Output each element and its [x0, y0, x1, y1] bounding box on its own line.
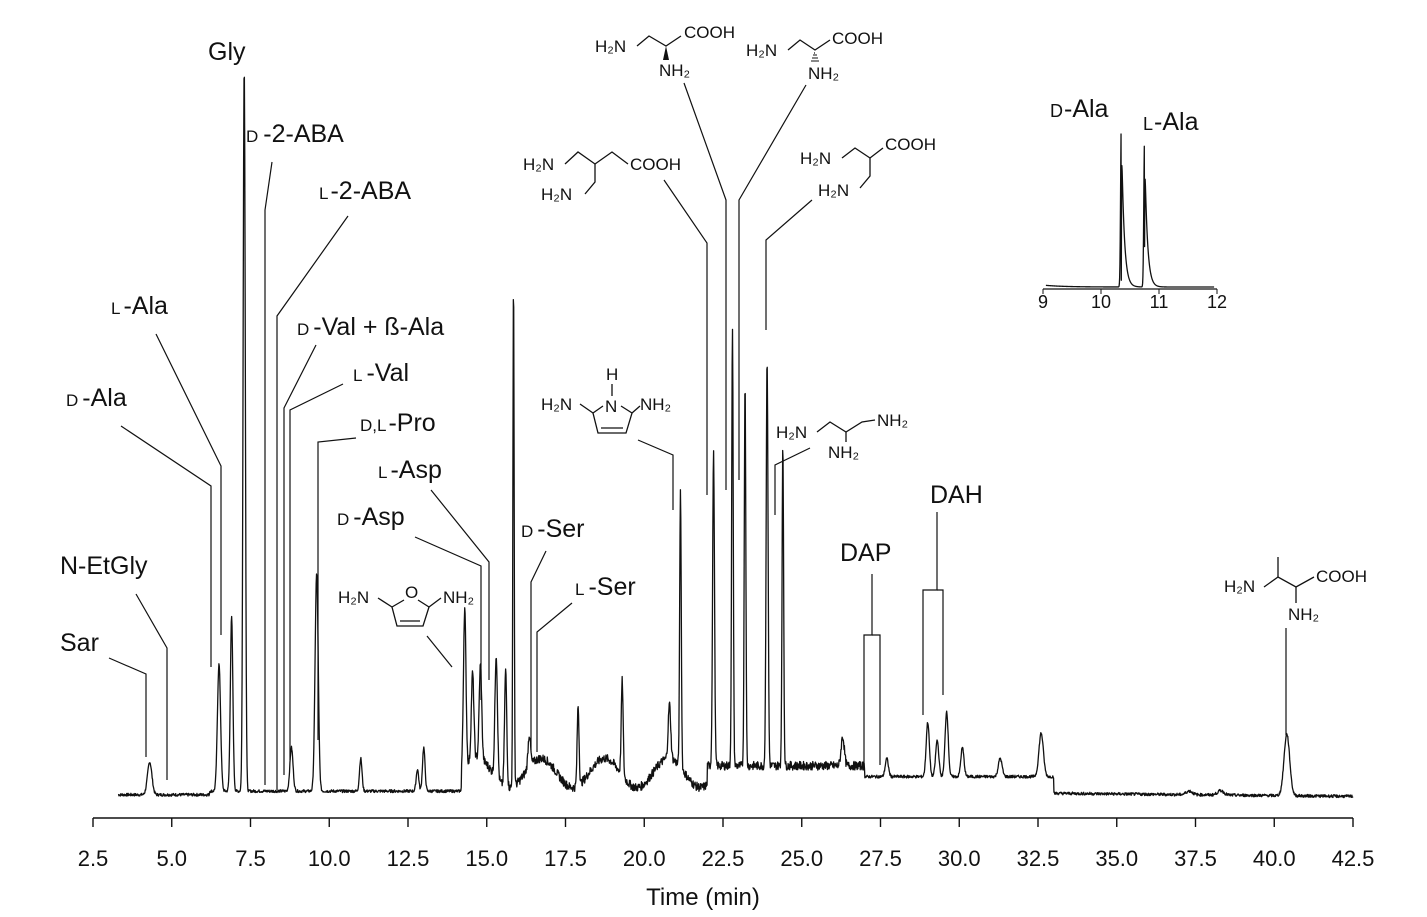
peak-label-d-ala: D-Ala	[66, 384, 212, 667]
peak-label-sar: Sar	[60, 629, 147, 757]
peak-label-n-etgly: N-EtGly	[60, 552, 168, 780]
x-tick-label: 42.5	[1332, 846, 1375, 871]
peak-label-d-2-aba: D-2-ABA	[246, 120, 344, 785]
peak-label-l-asp: L-Asp	[378, 456, 490, 680]
svg-text:O: O	[405, 583, 418, 602]
svg-text:H₂N: H₂N	[776, 423, 807, 442]
svg-text:H₂N: H₂N	[818, 181, 849, 200]
peak-label-d-ser: D-Ser	[521, 515, 585, 750]
peak-label-dl-pro: D,L-Pro	[317, 409, 436, 740]
structure-triaminopropane: H₂N NH₂ NH₂	[774, 411, 908, 515]
svg-text:L-2-ABA: L-2-ABA	[319, 177, 411, 205]
structure-diaminobutanoic: H₂N COOH NH₂	[1224, 557, 1367, 735]
svg-text:NH₂: NH₂	[659, 61, 690, 80]
svg-text:NH₂: NH₂	[443, 588, 474, 607]
inset-label-d-ala: D-Ala	[1050, 95, 1109, 123]
svg-text:COOH: COOH	[630, 155, 681, 174]
x-tick-label: 12.5	[387, 846, 430, 871]
inset-x-ticks: 9 10 11 12	[1038, 289, 1227, 312]
peak-label-l-2-aba: L-2-ABA	[276, 177, 411, 790]
svg-text:L-Ala: L-Ala	[111, 292, 168, 320]
svg-text:NH₂: NH₂	[640, 395, 671, 414]
x-tick-label: 35.0	[1095, 846, 1138, 871]
svg-text:D-Val + ß-Ala: D-Val + ß-Ala	[297, 313, 444, 341]
svg-text:DAH: DAH	[930, 481, 983, 509]
x-tick-label: 22.5	[702, 846, 745, 871]
svg-text:H₂N: H₂N	[746, 41, 777, 60]
svg-text:COOH: COOH	[885, 135, 936, 154]
svg-text:COOH: COOH	[1316, 567, 1367, 586]
structure-dab-hash: H₂N COOH NH₂	[738, 29, 883, 480]
inset-tick-label: 10	[1091, 292, 1111, 312]
svg-text:N-EtGly: N-EtGly	[60, 552, 148, 580]
x-tick-label: 32.5	[1017, 846, 1060, 871]
x-tick-label: 40.0	[1253, 846, 1296, 871]
svg-text:H₂N: H₂N	[541, 185, 572, 204]
inset-chart: 9 10 11 12 D-Ala L-Ala	[1038, 95, 1227, 312]
x-tick-label: 17.5	[544, 846, 587, 871]
x-axis-ticks: 2.5 5.0 7.5 10.0 12.5 15.0 17.5 20.0 22.5 25.0 27.…	[78, 818, 1375, 871]
svg-text:H₂N: H₂N	[523, 155, 554, 174]
x-tick-label: 37.5	[1174, 846, 1217, 871]
structure-diaminopyrrole: H N H₂N NH₂	[541, 365, 674, 510]
x-tick-label: 30.0	[938, 846, 981, 871]
svg-text:H₂N: H₂N	[595, 37, 626, 56]
svg-text:N: N	[605, 397, 617, 416]
svg-text:D-Ala: D-Ala	[66, 384, 127, 412]
svg-text:NH₂: NH₂	[808, 64, 839, 83]
x-tick-label: 20.0	[623, 846, 666, 871]
x-tick-label: 15.0	[465, 846, 508, 871]
peak-label-l-ala: L-Ala	[111, 292, 222, 635]
svg-text:D-Ser: D-Ser	[521, 515, 585, 543]
peak-label-dah: DAH	[922, 481, 983, 715]
svg-text:L-Asp: L-Asp	[378, 456, 442, 484]
svg-text:D-Asp: D-Asp	[337, 503, 405, 531]
svg-text:H: H	[606, 365, 618, 384]
x-tick-label: 27.5	[859, 846, 902, 871]
structure-diaminomethyl-acid: H₂N COOH H₂N	[765, 135, 936, 330]
svg-text:H₂N: H₂N	[1224, 577, 1255, 596]
svg-text:COOH: COOH	[684, 23, 735, 42]
svg-text:COOH: COOH	[832, 29, 883, 48]
svg-text:D-2-ABA: D-2-ABA	[246, 120, 344, 148]
peak-label-d-val-b-ala: D-Val + ß-Ala	[283, 313, 444, 775]
structure-dab-wedge: H₂N COOH NH₂	[595, 23, 735, 490]
peak-label-l-ser: L-Ser	[536, 573, 636, 752]
svg-text:Sar: Sar	[60, 629, 99, 657]
x-tick-label: 2.5	[78, 846, 109, 871]
peak-label-l-val: L-Val	[289, 359, 409, 760]
svg-text:H₂N: H₂N	[800, 149, 831, 168]
svg-text:NH₂: NH₂	[877, 411, 908, 430]
structure-diaminofuran: H₂N O NH₂	[338, 583, 474, 668]
inset-tick-label: 11	[1150, 292, 1169, 312]
x-tick-label: 7.5	[235, 846, 266, 871]
svg-text:D,L-Pro: D,L-Pro	[360, 409, 436, 437]
inset-label-l-ala: L-Ala	[1143, 108, 1199, 136]
x-tick-label: 25.0	[780, 846, 823, 871]
svg-text:DAP: DAP	[840, 539, 891, 567]
x-tick-label: 5.0	[156, 846, 187, 871]
peak-label-gly: Gly	[208, 38, 246, 66]
svg-text:H₂N: H₂N	[338, 588, 369, 607]
inset-trace	[1045, 133, 1215, 288]
svg-text:NH₂: NH₂	[1288, 605, 1319, 624]
x-axis-title: Time (min)	[646, 884, 760, 911]
svg-text:NH₂: NH₂	[828, 443, 859, 462]
structure-branched-diamino-acid: H₂N H₂N COOH	[523, 151, 708, 495]
svg-text:L-Val: L-Val	[353, 359, 409, 387]
svg-text:Gly: Gly	[208, 38, 246, 66]
inset-tick-label: 12	[1207, 292, 1227, 312]
chromatogram-trace	[117, 76, 1354, 799]
peak-label-d-asp: D-Asp	[337, 503, 482, 700]
svg-text:H₂N: H₂N	[541, 395, 572, 414]
inset-tick-label: 9	[1038, 292, 1048, 312]
peak-label-dap: DAP	[840, 539, 891, 770]
svg-text:L-Ser: L-Ser	[575, 573, 636, 601]
x-tick-label: 10.0	[308, 846, 351, 871]
